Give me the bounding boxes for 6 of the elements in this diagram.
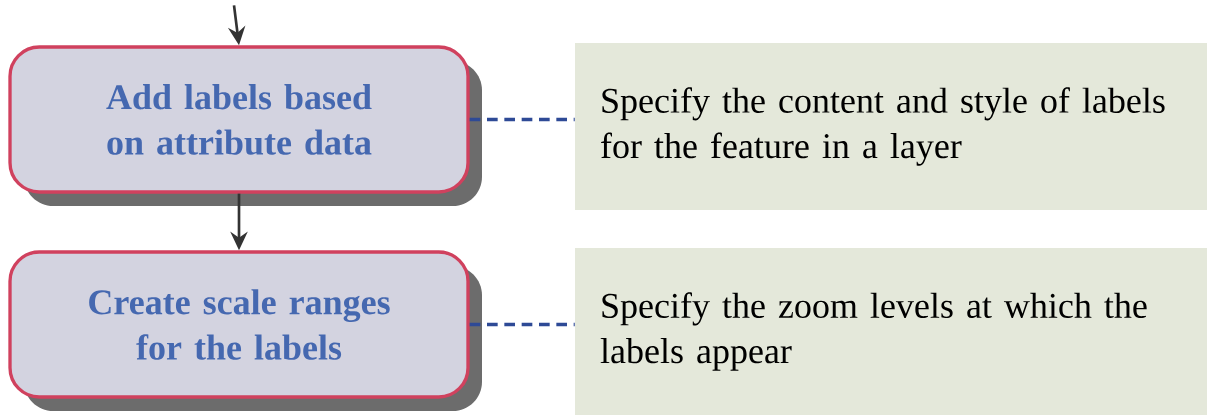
note-box: Specify the zoom levels at which the labels appear	[575, 248, 1207, 415]
process-box: Create scale ranges for the labels	[8, 250, 482, 411]
connector-line	[469, 322, 575, 327]
note-box: Specify the content and style of labels for the feature in a layer	[575, 43, 1207, 210]
connector-line	[469, 117, 575, 122]
process-box: Add labels based on attribute data	[8, 45, 482, 206]
